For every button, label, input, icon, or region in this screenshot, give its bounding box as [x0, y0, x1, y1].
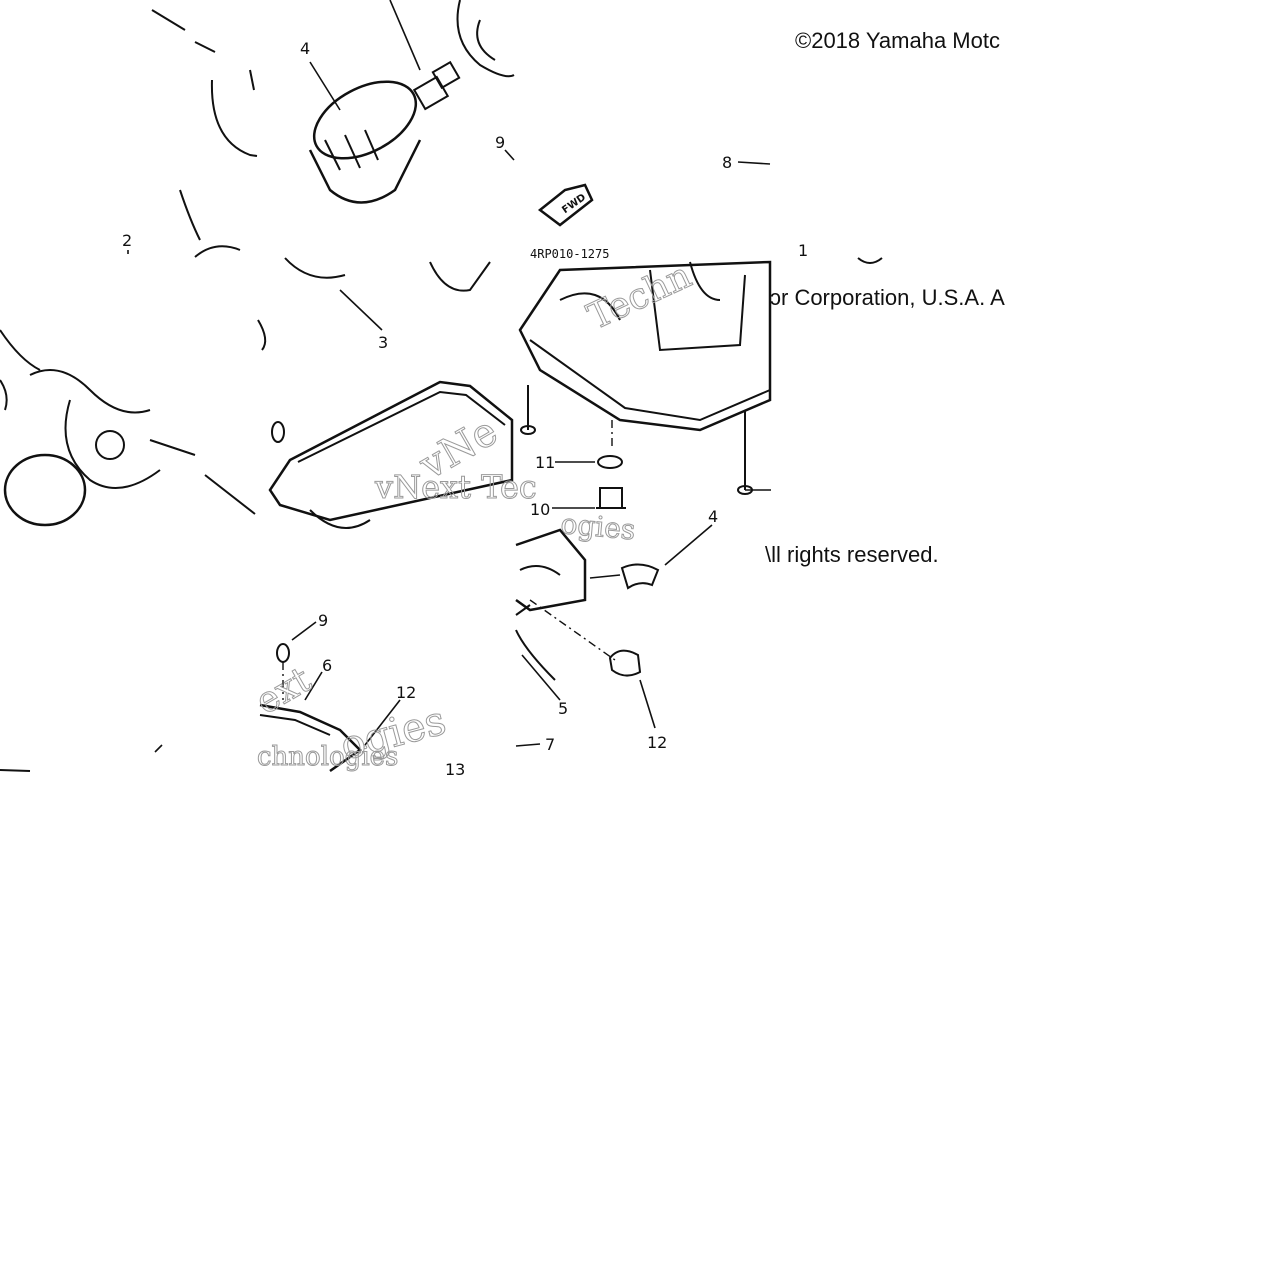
callout-5: 5 — [558, 699, 568, 718]
callout-1: 1 — [798, 241, 808, 260]
watermark-brand-6: chnologies — [257, 742, 398, 772]
tile-right-mid: 1 — [798, 241, 883, 264]
callout-6: 6 — [322, 656, 332, 675]
watermark-brand-5: ext — [249, 659, 319, 723]
callout-3: 3 — [378, 333, 388, 352]
copyright-line-1: ©2018 Yamaha Motc — [795, 28, 1000, 53]
callout-12a: 12 — [396, 683, 416, 702]
oil-filter: 4 9 — [300, 0, 515, 204]
callout-8: 8 — [722, 153, 732, 172]
callout-4b: 4 — [708, 507, 718, 526]
oil-pan: 4 5 7 12 — [515, 507, 718, 754]
tile-mid-left — [0, 245, 256, 527]
copyright-line-3: \ll rights reserved. — [765, 542, 939, 567]
callout-9b: 9 — [318, 611, 328, 630]
oil-pan-gasket: 3 — [257, 257, 514, 529]
crankcase-lower: 11 10 — [518, 260, 772, 519]
watermark: vNext Tec ogies Techn vNe ext chnologies… — [249, 254, 699, 772]
copyright-line-2: ɔr Corporation, U.S.A. A — [770, 285, 1005, 310]
callout-2: 2 — [122, 231, 132, 250]
watermark-brand-1: vNext Tec — [374, 468, 537, 506]
fwd-arrow-icon: FWD — [537, 183, 594, 227]
watermark-brand-2: ogies — [559, 507, 636, 546]
callout-13: 13 — [445, 760, 465, 779]
callout-12b: 12 — [647, 733, 667, 752]
diagram-code-label: 4RP010-1275 — [530, 247, 609, 261]
oil-pan-side: 9 6 12 13 — [259, 611, 465, 779]
callout-11: 11 — [535, 453, 555, 472]
tile-bottom-left — [0, 744, 163, 772]
tile-top-left: 2 — [122, 9, 258, 254]
tile-top-right: 8 FWD 4RP010-1275 — [530, 153, 771, 261]
callout-7: 7 — [545, 735, 555, 754]
callout-10: 10 — [530, 500, 550, 519]
callout-9a: 9 — [495, 133, 505, 152]
callout-4a: 4 — [300, 39, 310, 58]
